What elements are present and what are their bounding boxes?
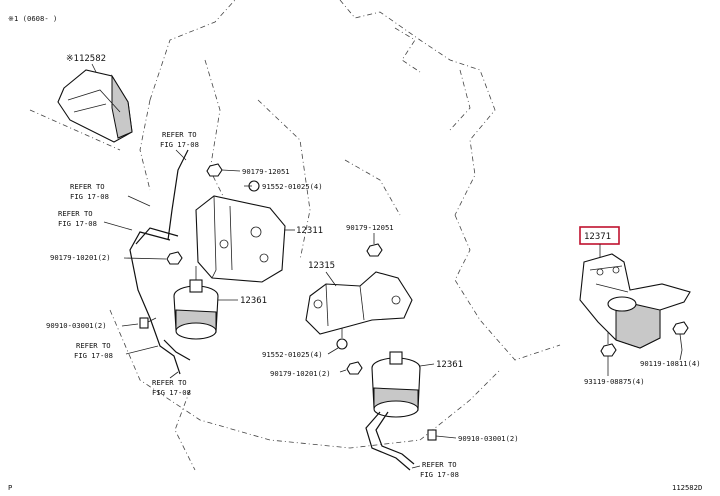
bolt-93119-right[interactable] [600, 332, 617, 357]
label-91552-center: 91552-01025(4) [262, 350, 323, 359]
header-note: ※1 (0608- ) [8, 14, 57, 23]
engine-mount-insulator-12361-left[interactable] [173, 266, 219, 340]
refer-to-fig-5[interactable]: REFER TO FIG 17-08 [152, 378, 191, 397]
nut-90179-10201-left[interactable] [166, 251, 183, 265]
label-12371[interactable]: 12371 [584, 232, 611, 242]
refer-to-label: REFER TO [422, 460, 457, 469]
diagram-number: 112582D [672, 483, 702, 492]
label-90910-bottom: 90910-03001(2) [458, 434, 519, 443]
engine-mount-bracket-12311[interactable] [195, 195, 286, 283]
vacuum-hose-left [129, 149, 191, 375]
bolt-90119-right[interactable] [672, 321, 689, 351]
nut-90179-10201-center[interactable] [346, 361, 363, 375]
fig-ref-label: FIG 17-08 [70, 192, 109, 201]
refer-to-fig-6[interactable]: REFER TO FIG 17-08 [420, 460, 459, 479]
fig-ref-label: FIG 17-08 [152, 388, 191, 397]
engine-mount-bracket-12315[interactable] [305, 271, 413, 335]
fig-ref-label: FIG 17-08 [160, 140, 199, 149]
label-12361-left: 12361 [240, 296, 267, 306]
bolt-91552-top[interactable] [244, 180, 260, 192]
label-112582: ※112582 [66, 54, 106, 64]
engine-cover-112582[interactable] [57, 69, 133, 143]
label-90179-12051-top: 90179-12051 [242, 167, 290, 176]
label-12311: 12311 [296, 226, 323, 236]
nut-90179-12051-center[interactable] [366, 243, 383, 257]
label-12361-center: 12361 [436, 360, 463, 370]
label-90179-10201-left: 90179-10201(2) [50, 253, 111, 262]
label-12315: 12315 [308, 261, 335, 271]
label-93119: 93119-08875(4) [584, 377, 645, 386]
label-90179-12051-center: 90179-12051 [346, 223, 394, 232]
engine-mount-insulator-12361-center[interactable] [371, 351, 421, 418]
clamp-90910-left[interactable] [139, 317, 157, 329]
label-90179-10201-center: 90179-10201(2) [270, 369, 331, 378]
clamp-90910-bottom[interactable] [427, 429, 437, 441]
fig-ref-label: FIG 17-08 [420, 470, 459, 479]
fig-ref-label: FIG 17-08 [58, 219, 97, 228]
refer-to-fig-3[interactable]: REFER TO FIG 17-08 [58, 209, 97, 228]
refer-to-fig-1[interactable]: REFER TO FIG 17-08 [160, 130, 199, 149]
label-90119: 90119-10811(4) [640, 359, 701, 368]
highlight-box-12371 [579, 226, 620, 245]
vacuum-hose-center [365, 411, 415, 471]
refer-to-label: REFER TO [152, 378, 187, 387]
refer-to-label: REFER TO [162, 130, 197, 139]
refer-to-label: REFER TO [58, 209, 93, 218]
label-91552-top: 91552-01025(4) [262, 182, 323, 191]
engine-outline [29, 0, 561, 471]
refer-to-label: REFER TO [70, 182, 105, 191]
refer-to-label: REFER TO [76, 341, 111, 350]
refer-to-fig-2[interactable]: REFER TO FIG 17-08 [70, 182, 109, 201]
nut-90179-12051-top[interactable] [206, 163, 223, 177]
label-90910-left: 90910-03001(2) [46, 321, 107, 330]
corner-left-label: P [8, 483, 12, 492]
refer-to-fig-4[interactable]: REFER TO FIG 17-08 [74, 341, 113, 360]
bolt-91552-center[interactable] [336, 328, 348, 350]
fig-ref-label: FIG 17-08 [74, 351, 113, 360]
engine-mount-12371[interactable] [579, 253, 691, 349]
